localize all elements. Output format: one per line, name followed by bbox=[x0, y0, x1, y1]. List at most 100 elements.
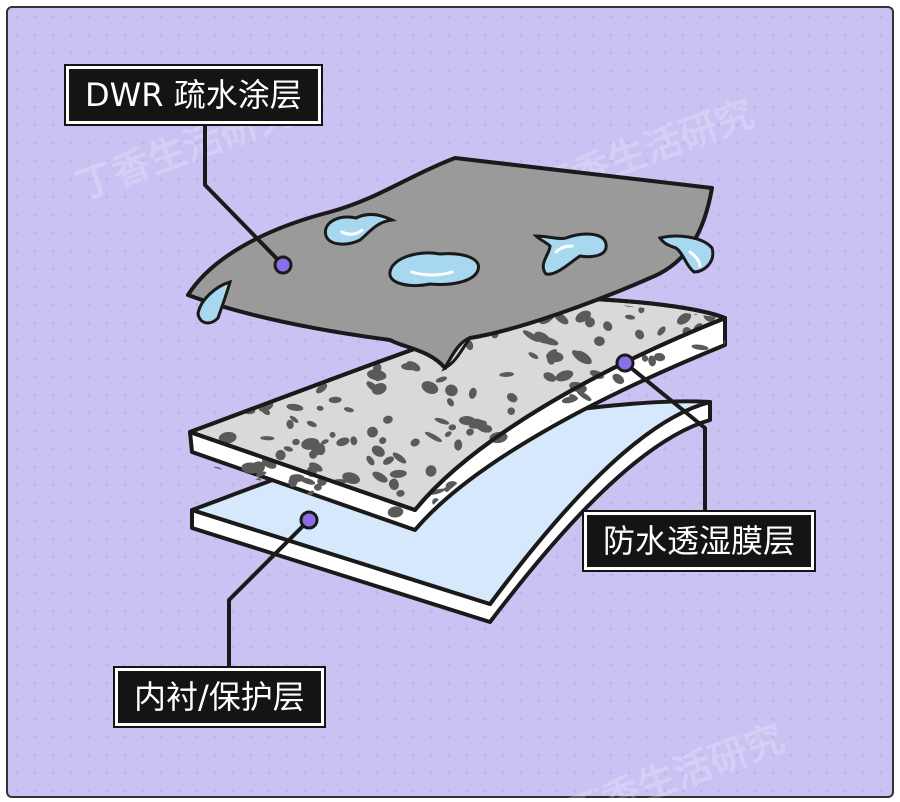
membrane-pore bbox=[389, 469, 407, 478]
membrane-pore bbox=[383, 415, 393, 424]
membrane-pore bbox=[195, 406, 207, 417]
membrane-pore bbox=[677, 312, 692, 325]
lining-marker-dot bbox=[299, 510, 319, 530]
membrane-pore bbox=[694, 366, 710, 376]
membrane-pore bbox=[219, 340, 228, 349]
membrane-pore bbox=[248, 328, 266, 341]
membrane-pore bbox=[507, 407, 516, 416]
membrane-pore bbox=[209, 348, 223, 358]
membrane-pore bbox=[569, 394, 578, 400]
membrane-pore bbox=[624, 314, 636, 320]
membrane-pore bbox=[367, 426, 378, 438]
membrane-pore bbox=[679, 457, 697, 472]
membrane-pore bbox=[276, 331, 288, 343]
membrane-pore bbox=[435, 376, 448, 383]
membrane-pore bbox=[316, 383, 328, 394]
membrane-pore bbox=[473, 418, 490, 433]
membrane-pore bbox=[260, 436, 275, 441]
membrane-pore bbox=[633, 467, 647, 479]
membrane-pore bbox=[379, 437, 387, 445]
membrane-pore bbox=[425, 431, 442, 443]
membrane-pore bbox=[539, 336, 559, 346]
membrane-pore bbox=[691, 344, 709, 351]
membrane-pore bbox=[311, 443, 323, 456]
membrane-pore bbox=[654, 352, 666, 362]
membrane-pore bbox=[543, 372, 557, 382]
membrane-pore bbox=[434, 417, 450, 425]
membrane-pore bbox=[577, 390, 592, 402]
membrane-pore bbox=[267, 323, 277, 331]
membrane-pore bbox=[366, 369, 387, 381]
leader-lines bbox=[203, 124, 707, 668]
membrane-pore bbox=[328, 396, 342, 404]
membrane-pore bbox=[664, 449, 676, 460]
membrane-pore bbox=[371, 445, 385, 457]
membrane-label: 防水透湿膜层 bbox=[584, 512, 815, 570]
membrane-pore bbox=[309, 462, 323, 472]
membrane-pore bbox=[428, 488, 445, 495]
membrane-pore bbox=[304, 339, 317, 351]
membrane-pore bbox=[227, 359, 239, 371]
membrane-pore bbox=[689, 483, 705, 494]
membrane-pore bbox=[230, 475, 248, 487]
membrane-pore bbox=[572, 350, 589, 364]
membrane-pore bbox=[657, 326, 666, 336]
membrane-pore bbox=[343, 407, 354, 413]
membrane-pore bbox=[292, 438, 300, 446]
membrane-pore bbox=[203, 474, 217, 481]
membrane-pore bbox=[555, 370, 574, 382]
membrane-pore bbox=[425, 465, 437, 477]
membrane-pore bbox=[275, 449, 286, 461]
membrane-pore bbox=[283, 446, 293, 452]
membrane-pore bbox=[190, 317, 199, 326]
membrane-pore bbox=[635, 329, 645, 340]
membrane-pore bbox=[366, 455, 375, 466]
membrane-pore bbox=[421, 381, 439, 395]
membrane-pore bbox=[321, 439, 329, 445]
membrane-pore bbox=[650, 484, 657, 491]
membrane-pore bbox=[306, 420, 317, 428]
membrane-pore bbox=[212, 466, 224, 477]
membrane-pore bbox=[314, 483, 322, 491]
membrane-pore bbox=[445, 384, 458, 397]
membrane-pore bbox=[288, 476, 298, 488]
membrane-pore bbox=[316, 405, 324, 411]
membrane-pore bbox=[244, 333, 255, 340]
water-droplets bbox=[196, 212, 715, 325]
membrane-pore bbox=[261, 367, 269, 375]
membrane-pore bbox=[499, 372, 515, 377]
membrane-pore bbox=[612, 373, 625, 385]
lining-label: 内衬/保护层 bbox=[115, 668, 324, 726]
membrane-pore bbox=[257, 345, 270, 354]
membrane-pore bbox=[237, 385, 247, 394]
membrane-pore bbox=[286, 419, 294, 429]
membrane-pore bbox=[715, 397, 725, 407]
membrane-pore bbox=[714, 438, 723, 447]
membrane-pore bbox=[241, 462, 261, 474]
membrane-pore bbox=[342, 472, 360, 484]
membrane-pore bbox=[195, 351, 207, 362]
membrane-pore bbox=[448, 424, 457, 431]
membrane-pore bbox=[293, 346, 305, 354]
membrane-pore bbox=[271, 323, 280, 330]
membrane-pore bbox=[190, 402, 193, 413]
membrane-pore bbox=[373, 341, 384, 352]
membrane-pore bbox=[190, 373, 196, 384]
membrane-pore bbox=[603, 321, 613, 332]
membrane-pore bbox=[232, 318, 240, 328]
membrane-pore bbox=[329, 431, 336, 438]
membrane-pore bbox=[704, 286, 718, 298]
membrane-pore bbox=[699, 365, 712, 374]
membrane-pore bbox=[594, 336, 605, 347]
membrane-pore bbox=[257, 338, 271, 345]
membrane-pore bbox=[383, 456, 394, 465]
membrane-pore bbox=[447, 398, 454, 407]
membrane-pore bbox=[468, 387, 477, 399]
membrane-pore bbox=[410, 438, 420, 447]
membrane-pore bbox=[720, 446, 725, 456]
membrane-pore bbox=[640, 467, 654, 481]
dwr-label: DWR 疏水涂层 bbox=[66, 66, 321, 124]
membrane-pore bbox=[454, 439, 463, 451]
membrane-pore bbox=[261, 407, 271, 416]
